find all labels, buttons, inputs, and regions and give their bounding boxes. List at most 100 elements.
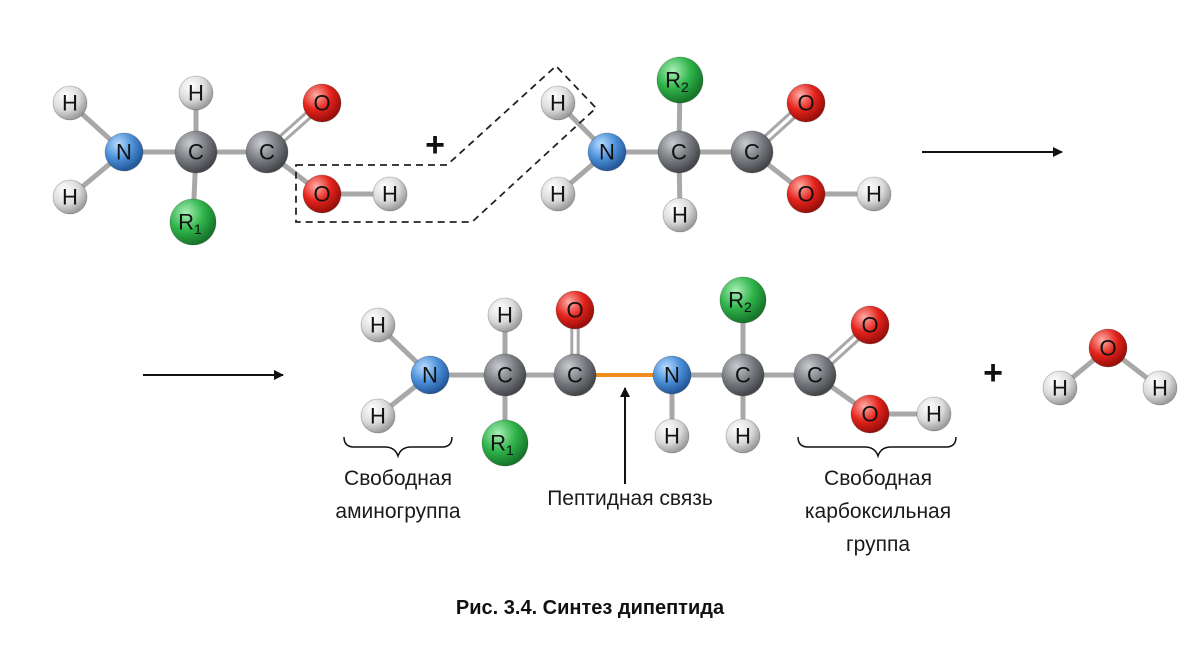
hydrogen-symbol: H xyxy=(62,91,78,116)
nitrogen-sphere xyxy=(587,132,627,172)
carbon-symbol: C xyxy=(188,140,204,165)
nitrogen-atom: N xyxy=(410,355,450,395)
hydrogen-symbol: H xyxy=(370,404,386,429)
radical-r1-sphere xyxy=(169,198,217,246)
oxygen-sphere xyxy=(850,305,890,345)
radical-r1-atom: R1 xyxy=(169,198,217,246)
hydrogen-sphere xyxy=(856,176,892,212)
radical-r2-atom: R2 xyxy=(719,276,767,324)
hydrogen-atom: H xyxy=(1042,370,1078,406)
hydrogen-symbol: H xyxy=(672,203,688,228)
nitrogen-symbol: N xyxy=(116,140,132,165)
hydrogen-atom: H xyxy=(662,197,698,233)
carbon-symbol: C xyxy=(744,140,760,165)
radical-subscript: 1 xyxy=(506,442,514,458)
carbon-sphere xyxy=(553,353,597,397)
carbon-atom: C xyxy=(657,130,701,174)
carbon-symbol: C xyxy=(807,363,823,388)
oxygen-sphere xyxy=(302,174,342,214)
hydrogen-symbol: H xyxy=(1052,376,1068,401)
hydrogen-sphere xyxy=(654,418,690,454)
hydrogen-atom: H xyxy=(52,85,88,121)
radical-r2-sphere xyxy=(656,56,704,104)
hydrogen-symbol: H xyxy=(188,81,204,106)
hydrogen-symbol: H xyxy=(926,402,942,427)
radical-subscript: 1 xyxy=(194,221,202,237)
hydrogen-sphere xyxy=(1042,370,1078,406)
radical-r1-atom: R1 xyxy=(481,419,529,467)
hydrogen-atom: H xyxy=(916,396,952,432)
hydrogen-symbol: H xyxy=(866,182,882,207)
hydrogen-symbol: H xyxy=(664,424,680,449)
hydrogen-sphere xyxy=(916,396,952,432)
carbon-symbol: C xyxy=(567,363,583,388)
carbon-atom: C xyxy=(245,130,289,174)
nitrogen-sphere xyxy=(410,355,450,395)
oxygen-sphere xyxy=(786,174,826,214)
peptide-bond-label: Пептидная связь xyxy=(547,487,713,510)
water-elimination-outline xyxy=(295,64,598,223)
oxygen-sphere xyxy=(850,394,890,434)
oxygen-atom: O xyxy=(302,83,342,123)
hydrogen-sphere xyxy=(540,85,576,121)
carbon-atom: C xyxy=(174,130,218,174)
hydrogen-symbol: H xyxy=(1152,376,1168,401)
carbon-sphere xyxy=(730,130,774,174)
hydrogen-symbol: H xyxy=(370,313,386,338)
nitrogen-atom: N xyxy=(652,355,692,395)
oxygen-sphere xyxy=(302,83,342,123)
carbon-symbol: C xyxy=(259,140,275,165)
radical-subscript: 2 xyxy=(681,79,689,95)
free-carboxyl-label-line1: Свободная xyxy=(824,467,932,490)
carbon-atom: C xyxy=(721,353,765,397)
hydrogen-symbol: H xyxy=(497,303,513,328)
hydrogen-sphere xyxy=(1142,370,1178,406)
nitrogen-symbol: N xyxy=(422,363,438,388)
radical-r1-sphere xyxy=(481,419,529,467)
plus-sign-products: + xyxy=(983,354,1003,392)
hydrogen-sphere xyxy=(360,307,396,343)
oxygen-atom: O xyxy=(1088,328,1128,368)
hydrogen-atom: H xyxy=(725,418,761,454)
free-carboxyl-label-line3: группа xyxy=(846,533,910,556)
oxygen-symbol: O xyxy=(861,402,878,427)
carbon-atom: C xyxy=(793,353,837,397)
oxygen-symbol: O xyxy=(861,313,878,338)
hydrogen-atom: H xyxy=(1142,370,1178,406)
nitrogen-symbol: N xyxy=(664,363,680,388)
hydrogen-sphere xyxy=(487,297,523,333)
oxygen-symbol: O xyxy=(797,91,814,116)
hydrogen-sphere xyxy=(540,176,576,212)
free-carboxyl-label-line2: карбоксильная xyxy=(805,500,951,523)
plus-sign-reactants: + xyxy=(425,126,445,164)
hydrogen-symbol: H xyxy=(550,91,566,116)
oxygen-atom: O xyxy=(786,83,826,123)
hydrogen-symbol: H xyxy=(735,424,751,449)
radical-r2-sphere xyxy=(719,276,767,324)
carbon-sphere xyxy=(245,130,289,174)
hydrogen-sphere xyxy=(372,176,408,212)
hydrogen-symbol: H xyxy=(382,182,398,207)
oxygen-symbol: O xyxy=(1099,336,1116,361)
oxygen-symbol: O xyxy=(313,91,330,116)
oxygen-sphere xyxy=(555,290,595,330)
hydrogen-atom: H xyxy=(487,297,523,333)
carbon-symbol: C xyxy=(671,140,687,165)
hydrogen-symbol: H xyxy=(62,185,78,210)
carbon-sphere xyxy=(657,130,701,174)
amino-group-brace xyxy=(343,436,453,459)
hydrogen-atom: H xyxy=(654,418,690,454)
nitrogen-symbol: N xyxy=(599,140,615,165)
hydrogen-sphere xyxy=(360,398,396,434)
free-amino-label-line2: аминогруппа xyxy=(335,500,460,523)
hydrogen-atom: H xyxy=(540,85,576,121)
carbon-atom: C xyxy=(483,353,527,397)
oxygen-atom: O xyxy=(555,290,595,330)
carbon-sphere xyxy=(721,353,765,397)
oxygen-symbol: O xyxy=(313,182,330,207)
nitrogen-sphere xyxy=(104,132,144,172)
hydrogen-symbol: H xyxy=(550,182,566,207)
carbon-atom: C xyxy=(730,130,774,174)
carbon-symbol: C xyxy=(497,363,513,388)
hydrogen-atom: H xyxy=(856,176,892,212)
